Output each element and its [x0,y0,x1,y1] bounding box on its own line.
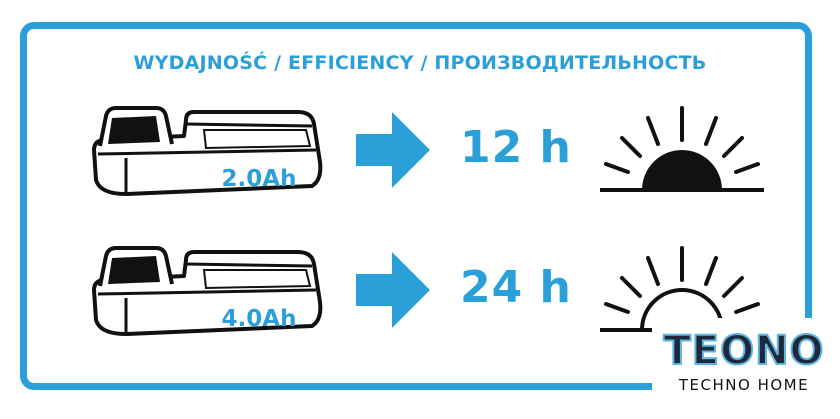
battery-capacity-label: 2.0Ah [221,166,297,192]
battery-icon [92,246,323,336]
efficiency-row-1: 2.0Ah 12 h [0,102,840,232]
teono-logo-mark: TEONO [658,324,830,372]
teono-logo-text: TEONO [663,328,824,372]
runtime-label: 12 h [460,122,572,173]
runtime-label: 24 h [460,262,572,313]
sunrise-icon [600,106,764,192]
efficiency-heading: WYDAJNOŚĆ / EFFICIENCY / ПРОИЗВОДИТЕЛЬНО… [133,52,707,74]
arrow-right-icon [356,112,430,188]
efficiency-row-2: 4.0Ah 24 h [0,242,840,372]
teono-logo: TEONO TECHNO HOME [652,318,836,416]
battery-icon [92,106,323,196]
arrow-right-icon [356,252,430,328]
battery-capacity-label: 4.0Ah [221,306,297,332]
teono-tagline: TECHNO HOME [678,376,810,394]
